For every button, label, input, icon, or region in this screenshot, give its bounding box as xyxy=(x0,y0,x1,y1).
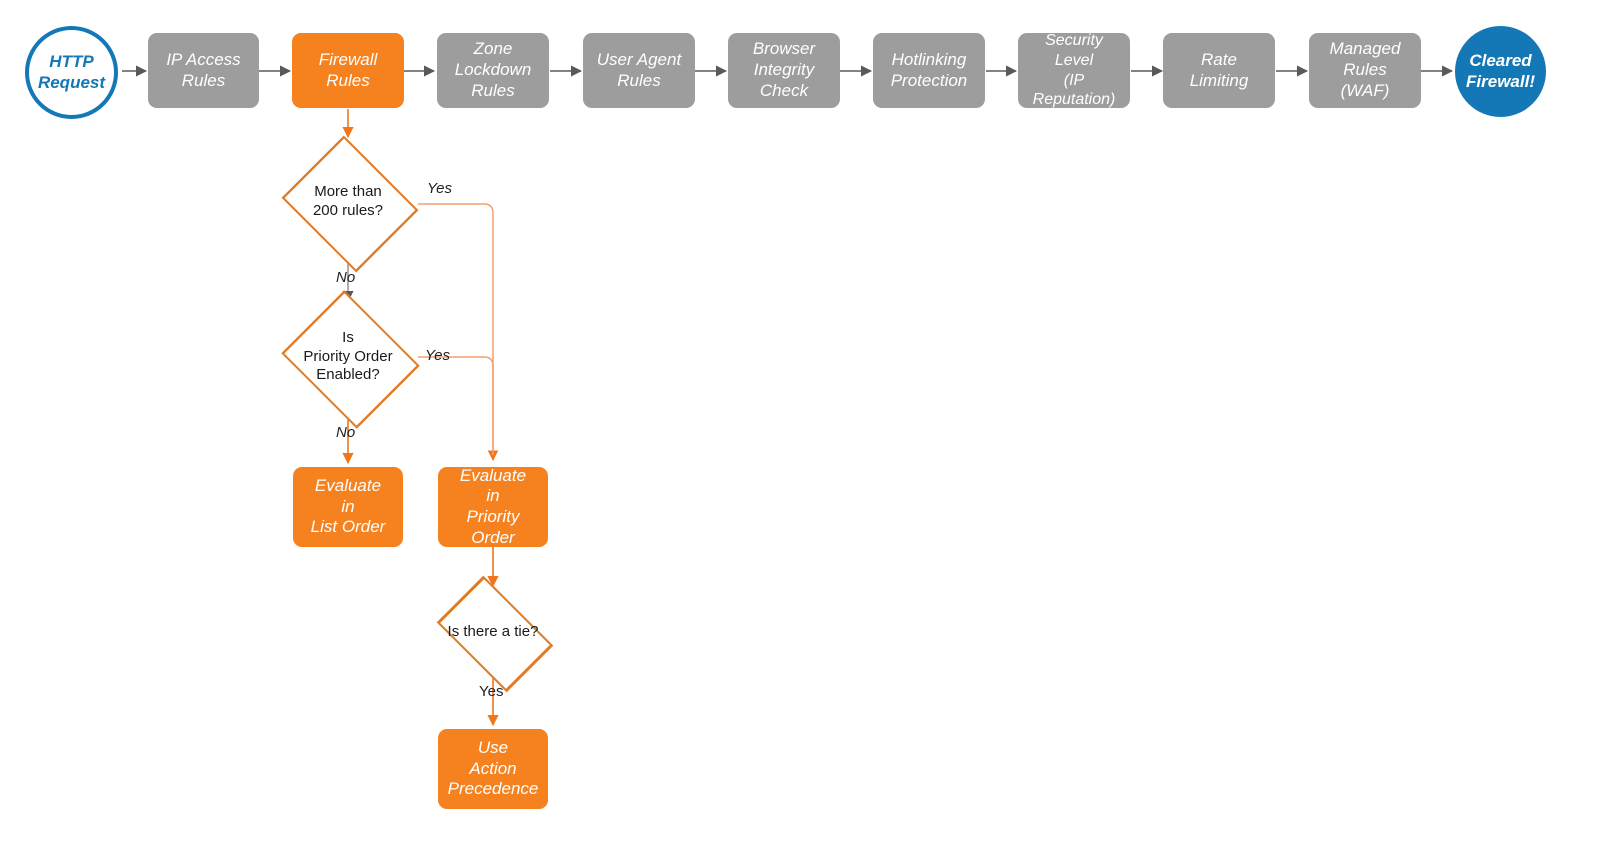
node-evaluate-in-list-order-label: Evaluate in List Order xyxy=(310,475,386,537)
node-evaluate-in-priority-order[interactable]: Evaluate in Priority Order xyxy=(438,465,548,547)
node-managed-rules-waf-label: Managed Rules (WAF) xyxy=(1329,39,1401,100)
node-evaluate-in-priority-order-label: Evaluate in Priority Order xyxy=(459,465,527,547)
decision-is-priority-order-enabled-label: Is Priority Order Enabled? xyxy=(303,328,393,384)
decision-is-there-a-tie-label: Is there a tie? xyxy=(447,622,539,640)
node-browser-integrity-check[interactable]: Browser Integrity Check xyxy=(728,33,840,108)
decision-is-priority-order-enabled[interactable]: Is Priority Order Enabled? xyxy=(277,289,420,429)
node-user-agent-rules-label: User Agent Rules xyxy=(596,49,682,90)
node-rate-limiting-label: Rate Limiting xyxy=(1189,49,1249,90)
decision-more-than-200-rules-label: More than 200 rules? xyxy=(312,183,384,219)
node-use-action-precedence[interactable]: Use Action Precedence xyxy=(438,729,548,809)
node-ip-access-rules-label: IP Access Rules xyxy=(166,49,241,90)
edge-rulecount-yes xyxy=(418,203,499,462)
edge-label-yes-tie: Yes xyxy=(479,683,504,700)
node-zone-lockdown-rules-label: Zone Lockdown Rules xyxy=(454,39,532,100)
decision-is-there-a-tie[interactable]: Is there a tie? xyxy=(427,575,559,693)
node-http-request-label: HTTP Request xyxy=(37,51,106,92)
node-hotlinking-protection-label: Hotlinking Protection xyxy=(890,49,968,90)
node-browser-integrity-check-label: Browser Integrity Check xyxy=(752,39,816,100)
node-firewall-rules-label: Firewall Rules xyxy=(318,49,378,90)
node-managed-rules-waf[interactable]: Managed Rules (WAF) xyxy=(1309,33,1421,108)
node-http-request[interactable]: HTTP Request xyxy=(25,26,118,119)
edge-label-no-rule-count: No xyxy=(336,269,356,286)
edge-label-no-priority-order: No xyxy=(336,424,356,441)
node-cleared-firewall-label: Cleared Firewall! xyxy=(1466,50,1535,91)
node-use-action-precedence-label: Use Action Precedence xyxy=(447,737,539,799)
node-firewall-rules[interactable]: Firewall Rules xyxy=(292,33,404,108)
node-ip-access-rules[interactable]: IP Access Rules xyxy=(148,33,259,108)
node-user-agent-rules[interactable]: User Agent Rules xyxy=(583,33,695,108)
node-cleared-firewall[interactable]: Cleared Firewall! xyxy=(1455,26,1546,117)
edge-priority-yes xyxy=(418,356,494,455)
edge-label-yes-priority-order: Yes xyxy=(425,347,451,364)
node-zone-lockdown-rules[interactable]: Zone Lockdown Rules xyxy=(437,33,549,108)
edge-label-yes-rule-count: Yes xyxy=(427,180,453,197)
node-hotlinking-protection[interactable]: Hotlinking Protection xyxy=(873,33,985,108)
node-rate-limiting[interactable]: Rate Limiting xyxy=(1163,33,1275,108)
node-security-level-label: Security Level (IP Reputation) xyxy=(1032,32,1116,109)
node-evaluate-in-list-order[interactable]: Evaluate in List Order xyxy=(293,467,403,547)
decision-more-than-200-rules[interactable]: More than 200 rules? xyxy=(277,135,419,273)
node-security-level[interactable]: Security Level (IP Reputation) xyxy=(1018,32,1130,109)
